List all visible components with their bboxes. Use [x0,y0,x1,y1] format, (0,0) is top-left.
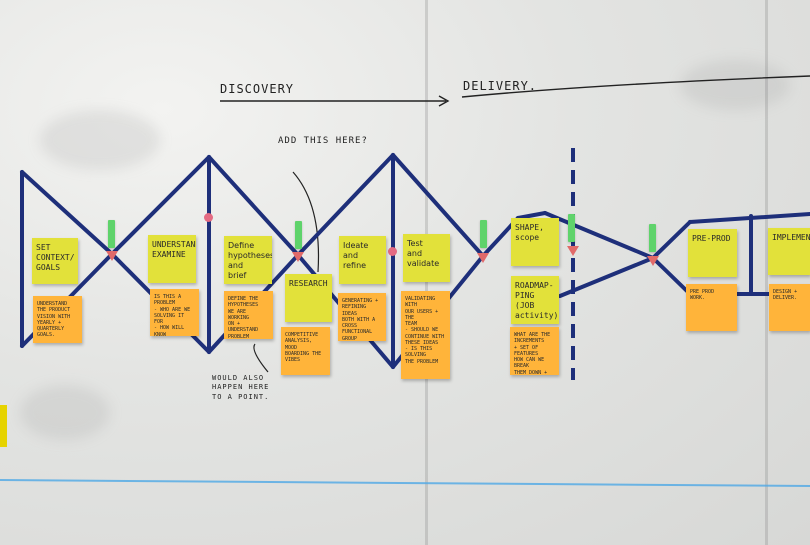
sticky-detail: COMPETITIVE ANALYSIS, MOOD BOARDING THE … [281,327,330,375]
tape-diagonal [110,155,211,256]
sticky-ideate: Ideate and refine [339,236,386,284]
sticky-shape: SHAPE, scope [511,218,559,266]
would-also-happen-note: WOULD ALSO HAPPEN HERE TO A POINT. [212,374,270,401]
pink-dot-marker [204,213,213,222]
flag-dev-ready [649,224,656,252]
add-this-here-note: ADD THIS HERE? [278,136,368,146]
sticky-research: RESEARCH [285,274,332,322]
sticky-roadmap: ROADMAP- PING (JOB activity) [511,276,559,324]
delivery-line [461,75,810,98]
sticky-detail: PRE PROD WORK. [686,284,737,331]
marker-pin [292,252,304,262]
sticky-detail: WHAT ARE THE INCREMENTS + SET OF FEATURE… [510,327,559,375]
discovery-label: DISCOVERY [220,82,295,96]
partial-sticky-note [0,405,7,447]
sticky-detail: DESIGN + DELIVER. [769,284,810,331]
tape-diagonal [558,256,655,298]
sticky-detail: UNDERSTAND THE PRODUCT VISION WITH YEARL… [33,296,82,343]
sticky-understand: UNDERSTAND/ EXAMINE [148,235,196,283]
flag-discovery [108,220,115,248]
flag-discovery [568,214,575,242]
tape-diagonal [543,211,655,260]
marker-pin [106,251,118,261]
tape-diagonal [651,256,692,296]
whiteboard-smudge [680,60,790,110]
delivery-label: DELIVERY. [463,79,538,93]
tape-diagonal [207,155,300,257]
sticky-detail: VALIDATING WITH OUR USERS + THE TEAM - S… [401,291,450,379]
tape-diagonal [20,170,114,256]
sticky-set-context: SET CONTEXT/ GOALS [32,238,78,284]
pink-dot-marker [388,247,397,256]
sticky-detail: IS THIS A PROBLEM - WHO ARE WE SOLVING I… [150,289,199,336]
sticky-detail: DEFINE THE HYPOTHESES WE ARE WORKING ON … [224,291,273,339]
flag-define [295,221,302,249]
marker-pin [647,256,659,266]
pointer-arrow [292,171,320,273]
marker-pin [567,246,579,256]
marker-pin [477,253,489,263]
board-rail [0,479,810,487]
sticky-test: Test and validate [403,234,450,282]
pointer-arrow [253,343,269,373]
sticky-preprod: PRE-PROD [688,229,737,277]
tape-diagonal [516,211,547,220]
whiteboard-smudge [40,110,160,170]
whiteboard-smudge [20,385,110,440]
tape-diagonal [296,153,395,257]
flag-delivery [480,220,487,248]
tape-diagonal [651,220,692,260]
sticky-implement: IMPLEMEN [768,228,810,275]
tape-diagonal [391,153,485,258]
board-seam [765,0,768,545]
discovery-arrowhead [438,95,450,107]
sticky-define: Define hypotheses and brief [224,236,272,284]
sticky-detail: GENERATING + REFINING IDEAS BOTH WITH A … [338,293,386,341]
